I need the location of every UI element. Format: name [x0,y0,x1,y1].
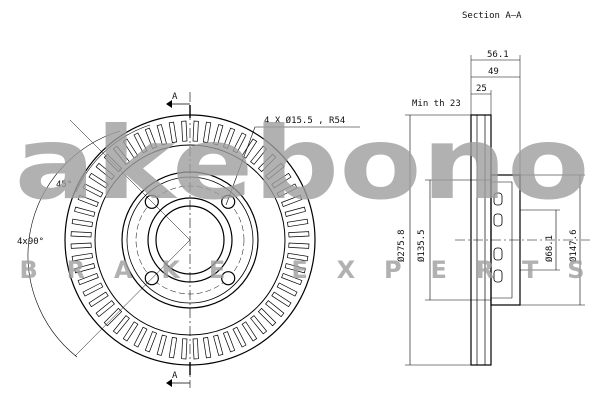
vent-slot [82,183,104,198]
vent-slot [95,162,115,180]
vent-slot [192,120,199,142]
vent-slot [213,124,224,146]
min-thickness-label: Min th 23 [412,99,461,109]
vent-slot [222,331,236,353]
angle-ref-line-lower [74,239,191,357]
vent-slot [95,300,115,318]
vent-slot [74,263,96,274]
angle-4x90-label: 4x90° [17,237,44,247]
watermark-brand: akebono [15,105,590,222]
vent-slot [288,231,310,238]
vent-slot [156,334,167,356]
vent-slot [88,172,109,189]
vent-slot [202,336,212,359]
vent-slot [286,218,309,228]
vent-slot [70,231,92,238]
vent-slot [156,124,167,146]
section-view: Section A–A 56.1 49 25 Min th 23 Ø275.8 [396,11,590,366]
cut-label-bottom: A [172,371,178,381]
vent-slot [71,218,94,228]
vent-slot [281,194,303,208]
bolt-hole [221,194,236,209]
vent-slot [112,315,130,335]
section-hole-2 [493,213,503,227]
vent-slot [168,121,178,144]
dim-147-6-label: Ø147.6 [568,229,579,262]
vent-slot [144,127,158,149]
vent-slot [265,300,285,318]
vent-slot [257,153,277,173]
dim-25-label: 25 [476,84,487,94]
vent-slot [288,242,310,249]
section-hole-4 [493,269,503,283]
bolt-hole [221,271,236,286]
vent-slot [222,127,236,149]
vent-slot [265,162,285,180]
cut-arrowhead-bottom [166,379,172,387]
vent-slot [213,334,224,356]
cut-label-top: A [172,92,178,102]
vent-slot [202,121,212,144]
angle-arc-4x90 [27,130,121,358]
vent-slot [122,321,139,342]
vent-slot [232,132,247,154]
vent-slot [276,183,298,198]
dim-135-5-label: Ø135.5 [416,229,427,262]
angle-ref-line [69,119,191,241]
vent-slot [82,282,104,297]
vent-slot [276,282,298,297]
dim-49-label: 49 [488,67,499,77]
vent-slot [284,263,306,274]
vent-slot [88,291,109,308]
vent-slot [71,252,94,262]
dim-outer-label: Ø275.8 [396,229,407,262]
section-hole-3 [493,247,503,261]
vent-slot [271,291,292,308]
vent-slot [74,206,96,217]
dim-56-1-label: 56.1 [487,50,509,60]
section-hole-1 [493,192,503,206]
vent-slot [112,145,130,165]
vent-slot [77,272,99,286]
vent-slot [181,120,188,142]
vent-slot [250,315,268,335]
dim-68-1-label: Ø68.1 [544,235,555,262]
vent-slot [133,326,148,348]
vent-slot [241,321,258,342]
vent-slot [103,307,123,327]
vent-slot [168,336,178,359]
cut-arrowhead-top [166,100,172,108]
vent-slot [271,172,292,189]
vent-slot [103,153,123,173]
hole-spec-label: 4 X Ø15.5 , R54 [264,115,345,126]
vent-slot [192,338,199,360]
vent-slot [257,307,277,327]
watermark-tagline: BRAKE EXPERTS [20,256,585,284]
disc-front-view: A A 4 X Ø15.5 , R54 45° 4x90° [17,92,360,388]
vent-slot [133,132,148,154]
akebono-watermark: akebono BRAKE EXPERTS [15,105,590,284]
vent-slot [241,138,258,159]
vent-slot [181,338,188,360]
vent-slot [250,145,268,165]
hole-leader [225,126,256,206]
vent-slot [286,252,309,262]
vent-slot [122,138,139,159]
vent-slot [281,272,303,286]
angle-45-label: 45° [56,180,72,190]
vent-slot [70,242,92,249]
vent-slot [77,194,99,208]
vent-slot [232,326,247,348]
vent-slot [144,331,158,353]
section-title: Section A–A [462,11,522,21]
vent-slot [284,206,306,217]
cooling-vents [70,120,310,360]
angle-arc-45 [75,124,151,193]
